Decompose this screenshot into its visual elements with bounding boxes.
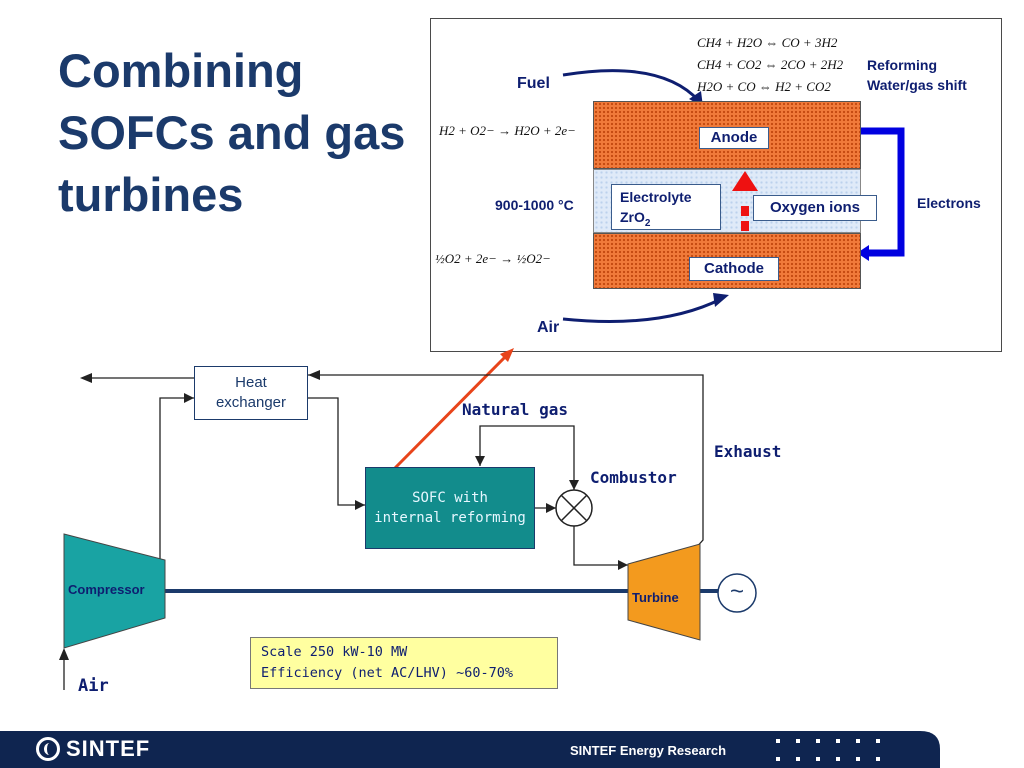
sofc-line1: SOFC with bbox=[412, 490, 488, 506]
compressor-label: Compressor bbox=[68, 582, 145, 597]
organization-name: SINTEF Energy Research bbox=[570, 743, 727, 758]
turbine-label: Turbine bbox=[632, 590, 679, 605]
info-box: Scale 250 kW-10 MW Efficiency (net AC/LH… bbox=[250, 637, 558, 689]
electrons-label: Electrons bbox=[917, 195, 981, 211]
temperature-label: 900-1000 °C bbox=[495, 197, 574, 213]
heat-exchanger-block: Heat exchanger bbox=[194, 366, 308, 420]
water-gas-shift-label: Water/gas shift bbox=[867, 77, 967, 93]
reforming-reaction-2: CH4 + CO2 ⇔ 2CO + 2H2 bbox=[697, 57, 844, 72]
shift-reaction: H2O + CO ⇔ H2 + CO2 bbox=[697, 79, 831, 94]
generator-icon bbox=[717, 573, 757, 613]
anode-reaction: H2 + O2− → H2O + 2e− bbox=[439, 123, 576, 138]
sintef-logo-text: SINTEF bbox=[66, 736, 151, 761]
cathode-label: Cathode bbox=[689, 257, 779, 281]
oxygen-ions-label: Oxygen ions bbox=[753, 195, 877, 221]
air-label: Air bbox=[537, 319, 560, 336]
inset-arrows bbox=[562, 69, 905, 323]
electrolyte-label: Electrolyte ZrO2 bbox=[611, 184, 721, 230]
reforming-reaction-1: CH4 + H2O ⇔ CO + 3H2 bbox=[697, 35, 838, 50]
cathode-reaction: ½O2 + 2e− → ½O2− bbox=[435, 251, 551, 266]
reforming-label: Reforming bbox=[867, 57, 937, 73]
anode-label: Anode bbox=[699, 127, 769, 149]
turbine-shape bbox=[627, 543, 701, 641]
heat-exchanger-line2: exchanger bbox=[215, 394, 287, 411]
footer-dot-pattern bbox=[776, 739, 880, 761]
info-scale: Scale 250 kW-10 MW bbox=[261, 644, 408, 660]
sintef-logo-icon bbox=[36, 737, 60, 761]
fuel-label: Fuel bbox=[517, 75, 550, 92]
air-label: Air bbox=[78, 676, 109, 696]
footer-bar: SINTEF SINTEF Energy Research bbox=[0, 731, 1024, 768]
generator-symbol: ~ bbox=[729, 578, 744, 605]
page-title: Combining SOFCs and gas turbines bbox=[58, 44, 406, 221]
process-flow-lines bbox=[59, 348, 757, 690]
air-arrowhead bbox=[713, 293, 729, 307]
heat-exchanger-line1: Heat bbox=[235, 374, 267, 391]
electrons-arrow bbox=[861, 127, 905, 257]
electrons-arrowhead bbox=[857, 245, 869, 261]
electrolyte-name: Electrolyte bbox=[620, 189, 692, 205]
electrolyte-material: ZrO2 bbox=[620, 209, 651, 229]
compressor-shape bbox=[63, 533, 166, 649]
sofc-line2: internal reforming bbox=[374, 510, 526, 526]
combustor-label: Combustor bbox=[590, 468, 677, 487]
fuel-arrow bbox=[562, 69, 701, 103]
info-efficiency: Efficiency (net AC/LHV) ~60-70% bbox=[261, 665, 513, 681]
oxygen-ion-arrow bbox=[732, 171, 758, 231]
sofc-block: SOFC with internal reforming bbox=[365, 467, 535, 549]
sofc-cell-inset: Anode Cathode Oxygen ions Electrolyte Zr… bbox=[430, 18, 1002, 352]
exhaust-label: Exhaust bbox=[714, 442, 782, 461]
natural-gas-label: Natural gas bbox=[462, 400, 568, 419]
inset-link-line bbox=[393, 350, 512, 470]
air-arrow bbox=[562, 297, 722, 323]
